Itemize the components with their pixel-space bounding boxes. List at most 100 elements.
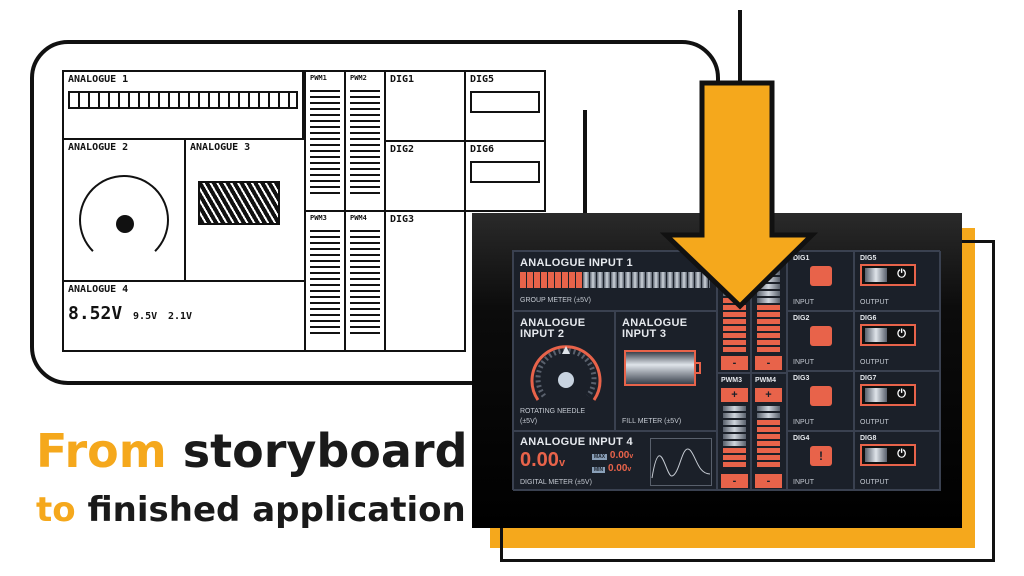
door-icon [810, 266, 832, 286]
dig-type: OUTPUT [860, 299, 889, 306]
power-icon: ⏻ [897, 448, 906, 460]
meter-segment [688, 272, 694, 288]
sketch-label: ANALOGUE 1 [68, 74, 129, 85]
meter-segment [541, 272, 547, 288]
pwm-minus-button[interactable]: - [755, 356, 782, 370]
pwm-bar [757, 298, 780, 303]
pwm-bar [757, 305, 780, 310]
meter-segment [667, 272, 673, 288]
pwm-bar [757, 455, 780, 460]
toggle-knob[interactable] [865, 388, 887, 402]
pwm-bar [757, 284, 780, 289]
pwm-label: PWM3 [721, 377, 742, 384]
pwm-bar [723, 406, 746, 411]
divider-line [583, 110, 587, 215]
sketch-analogue-3: ANALOGUE 3 [184, 138, 306, 282]
pwm-bar [723, 455, 746, 460]
min-badge: MIN [592, 467, 606, 473]
dig-label: DIG2 [793, 315, 810, 322]
pwm-label: PWM4 [755, 377, 776, 384]
pwm-plus-button[interactable]: + [721, 388, 748, 402]
output-toggle[interactable]: ⏻ [860, 444, 916, 466]
pwm-minus-button[interactable]: - [721, 356, 748, 370]
output-toggle[interactable]: ⏻ [860, 264, 916, 286]
group-meter [520, 272, 710, 288]
sketch-analogue-1: ANALOGUE 1 [62, 70, 304, 140]
pwm-bar [723, 340, 746, 345]
sketch-pwm4: PWM4 [344, 210, 386, 352]
pwm-bar [723, 427, 746, 432]
sketch-label: DIG3 [390, 214, 415, 225]
output-toggle[interactable]: ⏻ [860, 384, 916, 406]
unit: v [629, 453, 634, 460]
pwm4-slider[interactable]: PWM4 + - [751, 373, 787, 491]
rotating-needle-gauge [530, 345, 602, 401]
output-toggle[interactable]: ⏻ [860, 324, 916, 346]
pwm-bar [723, 312, 746, 317]
power-icon: ⏻ [897, 388, 906, 400]
dig-input-panel: DIG3 INPUT [787, 371, 854, 431]
pwm-minus-button[interactable]: - [755, 474, 782, 488]
analogue-input-1-panel: ANALOGUE INPUT 1 GROUP METER (±5V) [513, 251, 717, 311]
sketch-max: 9.5V [133, 311, 158, 322]
dig-output-panel: DIG5 ⏻ OUTPUT [854, 251, 941, 311]
meter-segment [555, 272, 561, 288]
meter-segment [702, 272, 708, 288]
dig-type: INPUT [793, 419, 814, 426]
sketch-pwm3: PWM3 [304, 210, 346, 352]
charger-icon [810, 386, 832, 406]
meter-segment [674, 272, 680, 288]
unit: v [627, 466, 632, 473]
toggle-knob[interactable] [865, 328, 887, 342]
panel-title: INPUT 2 [520, 328, 565, 340]
meter-segment [695, 272, 701, 288]
pwm-bar [757, 420, 780, 425]
pwm3-slider[interactable]: PWM3 + - [717, 373, 751, 491]
bell-icon [810, 326, 832, 346]
meter-segment [625, 272, 631, 288]
pwm-bar [757, 427, 780, 432]
pwm-bar [757, 291, 780, 296]
pwm-bar [723, 319, 746, 324]
dig-type: INPUT [793, 299, 814, 306]
sketch-dig1: DIG1 [384, 70, 466, 142]
dig-label: DIG1 [793, 255, 810, 262]
pwm-bar [723, 413, 746, 418]
dig-input-panel: DIG1 INPUT [787, 251, 854, 311]
headline-accent: From [36, 424, 167, 478]
waveform-chart [650, 438, 712, 486]
sketch-label: DIG2 [390, 144, 415, 155]
panel-title: ANALOGUE INPUT 4 [520, 436, 633, 448]
meter-segment [646, 272, 652, 288]
pwm-bar [757, 347, 780, 352]
min-value: 0.00 [607, 463, 628, 474]
meter-segment [569, 272, 575, 288]
divider-line [738, 10, 742, 110]
meter-segment [562, 272, 568, 288]
headline-text: storyboard [182, 424, 468, 478]
dig-input-panel: DIG4 ! INPUT [787, 431, 854, 491]
pwm-bar [723, 347, 746, 352]
toggle-knob[interactable] [865, 448, 887, 462]
sketch-label: DIG6 [470, 144, 495, 155]
sketch-pwm1: PWM1 [304, 70, 346, 212]
sketch-battery [198, 181, 280, 225]
meter-segment [618, 272, 624, 288]
sketch-label: PWM1 [310, 74, 327, 82]
sketch-value: 8.52V [68, 303, 123, 324]
max-value: 0.00 [609, 450, 630, 461]
sketch-label: ANALOGUE 4 [68, 284, 129, 295]
dig-label: DIG8 [860, 435, 877, 442]
meter-segment [632, 272, 638, 288]
pwm-minus-button[interactable]: - [721, 474, 748, 488]
meter-segment [597, 272, 603, 288]
toggle-knob[interactable] [865, 268, 887, 282]
meter-segment [604, 272, 610, 288]
pwm-plus-button[interactable]: + [755, 388, 782, 402]
panel-title: ANALOGUE INPUT 1 [520, 257, 633, 269]
sketch-label: DIG5 [470, 74, 495, 85]
sketch-label: ANALOGUE 2 [68, 142, 129, 153]
sketch-dig3: DIG3 [384, 210, 466, 352]
down-arrow-icon [660, 80, 819, 310]
